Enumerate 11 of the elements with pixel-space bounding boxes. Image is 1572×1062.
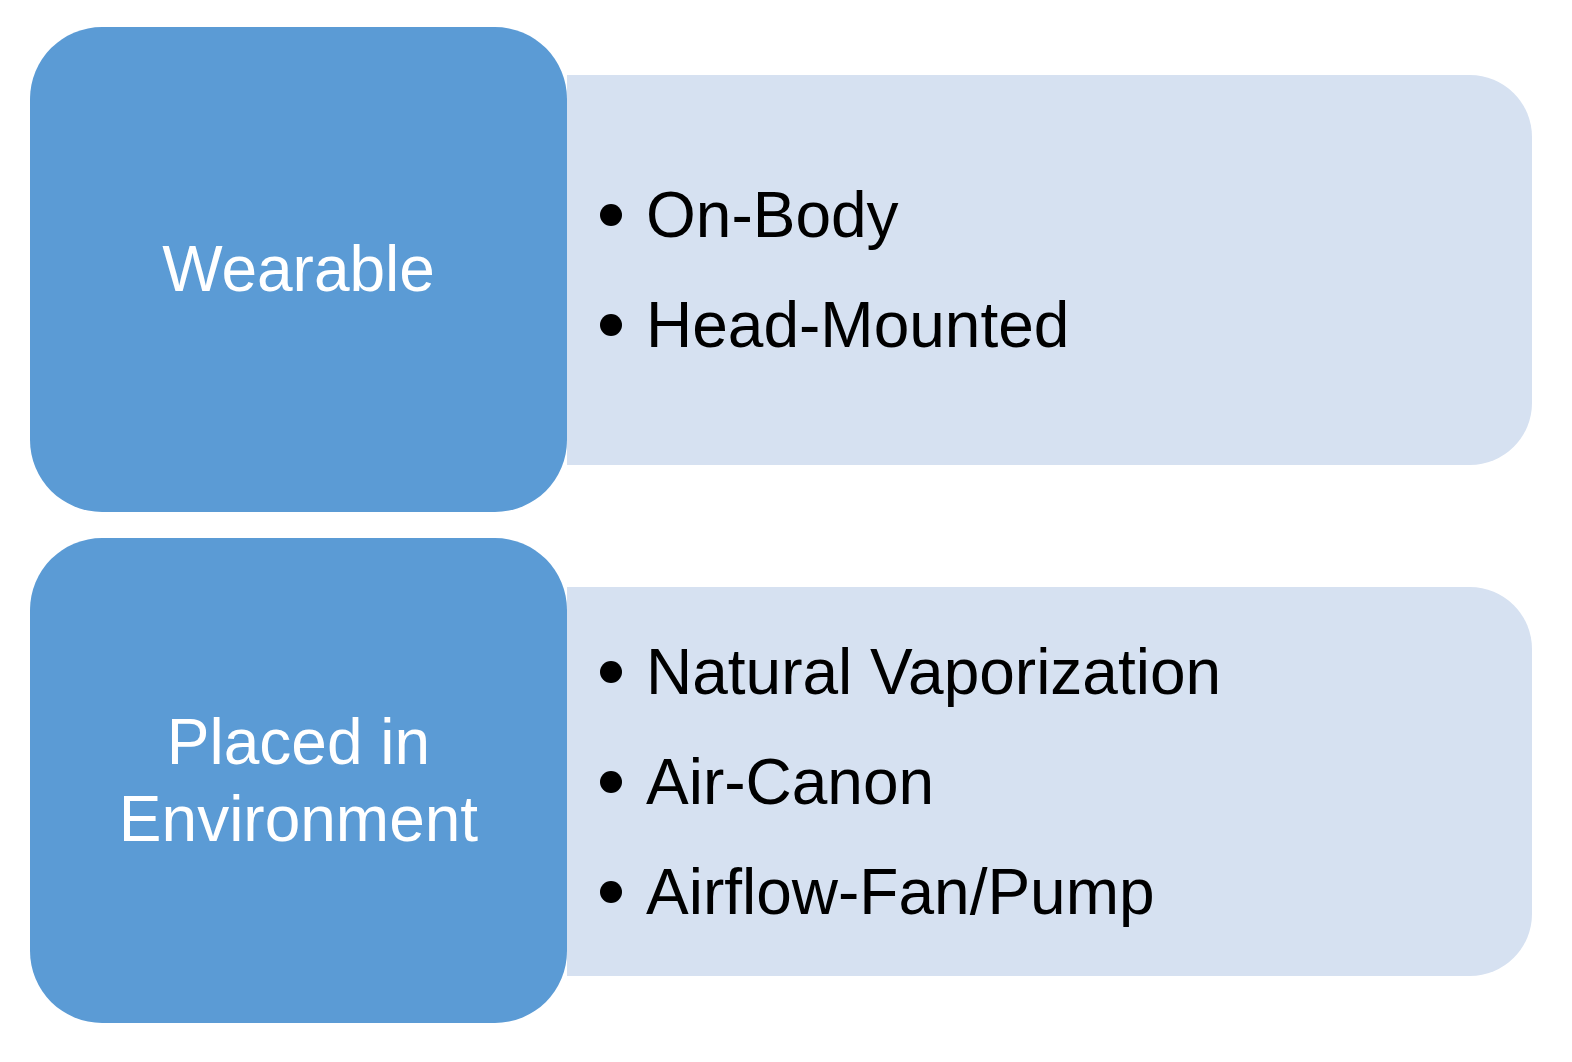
list-panel [567, 587, 1532, 976]
list-item: Natural Vaporization [646, 634, 1222, 710]
list-item: Air-Canon [646, 744, 935, 820]
category-box [30, 538, 567, 1023]
category-title: Placed in Environment [117, 704, 480, 857]
category-title: Wearable [162, 232, 435, 308]
list-item: On-Body [646, 178, 899, 253]
list-panel [567, 75, 1532, 465]
list-item: Airflow-Fan/Pump [646, 854, 1155, 930]
list-item: Head-Mounted [646, 288, 1070, 363]
category-box [30, 27, 567, 512]
